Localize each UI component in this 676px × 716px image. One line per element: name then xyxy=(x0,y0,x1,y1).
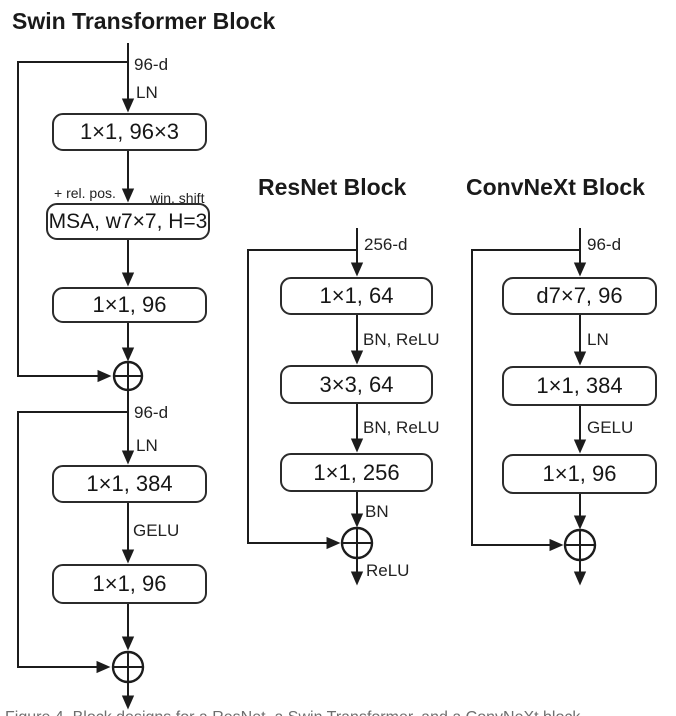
figure-caption-sliver: Figure 4. Block designs for a ResNet, a … xyxy=(5,710,671,716)
swin-input-dim-label: 96-d xyxy=(134,55,169,74)
swin-add-circle-2 xyxy=(111,650,145,684)
resnet-conv1-box: 1×1, 64 xyxy=(280,277,433,315)
convnext-connectors xyxy=(471,228,587,586)
swin-rel-pos-label: + rel. pos. xyxy=(54,185,116,201)
resnet-out-relu-label: ReLU xyxy=(366,561,410,580)
swin-connectors xyxy=(17,43,135,710)
swin-mid-dim-label: 96-d xyxy=(134,403,169,422)
resnet-input-dim-label: 256-d xyxy=(364,235,408,254)
swin-msa-box: MSA, w7×7, H=3 xyxy=(46,203,210,240)
swin-layernorm-label-2: LN xyxy=(136,436,158,455)
convnext-gelu-label: GELU xyxy=(587,418,634,437)
resnet-block-title: ResNet Block xyxy=(258,174,407,200)
convnext-input-dim-label: 96-d xyxy=(587,235,622,254)
swin-gelu-label: GELU xyxy=(133,521,180,540)
convnext-project-box: 1×1, 96 xyxy=(502,454,657,494)
convnext-block-title: ConvNeXt Block xyxy=(466,174,645,200)
resnet-connectors xyxy=(247,228,364,586)
resnet-bn-relu-label-2: BN, ReLU xyxy=(363,418,440,437)
swin-conv-expand-box: 1×1, 96×3 xyxy=(52,113,207,151)
resnet-bn-label: BN xyxy=(365,502,389,521)
convnext-expand-box: 1×1, 384 xyxy=(502,366,657,406)
convnext-layernorm-label: LN xyxy=(587,330,609,349)
swin-mlp-project-box: 1×1, 96 xyxy=(52,564,207,604)
resnet-bn-relu-label-1: BN, ReLU xyxy=(363,330,440,349)
swin-conv-project-box: 1×1, 96 xyxy=(52,287,207,323)
swin-win-shift-label: win. shift xyxy=(150,190,205,206)
swin-mlp-expand-box: 1×1, 384 xyxy=(52,465,207,503)
resnet-add-circle xyxy=(340,526,374,560)
convnext-dwconv-box: d7×7, 96 xyxy=(502,277,657,315)
resnet-conv2-box: 3×3, 64 xyxy=(280,365,433,404)
swin-block-title: Swin Transformer Block xyxy=(12,8,276,34)
swin-layernorm-label-1: LN xyxy=(136,83,158,102)
swin-add-circle-1 xyxy=(112,360,144,392)
figure-caption-text: Figure 4. Block designs for a ResNet, a … xyxy=(5,710,671,716)
convnext-add-circle xyxy=(563,528,597,562)
resnet-conv3-box: 1×1, 256 xyxy=(280,453,433,492)
